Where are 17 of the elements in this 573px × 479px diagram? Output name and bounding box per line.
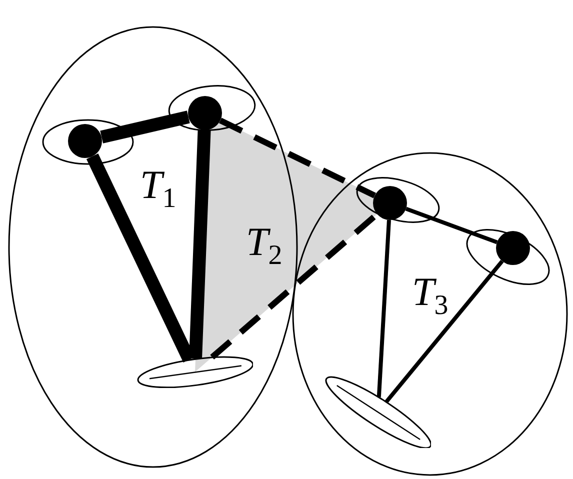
disc-ellipse [136,356,254,388]
line [384,260,504,404]
line [100,110,190,144]
line [189,130,211,360]
vertex-dot [373,186,407,220]
group-ellipse [8,26,298,468]
vertex-dot [496,231,530,265]
triangle-label: T$_{2}$ [246,222,282,270]
line [405,206,498,244]
line [376,220,391,398]
vertex-dot [68,124,102,158]
triangle-label: T$_{1}$ [140,165,176,213]
group-ellipse [292,152,568,476]
triangle-label: T$_{3}$ [412,272,448,320]
dashed-line [218,118,376,198]
vertex-dot [188,96,222,130]
disc-ellipse [324,376,432,448]
